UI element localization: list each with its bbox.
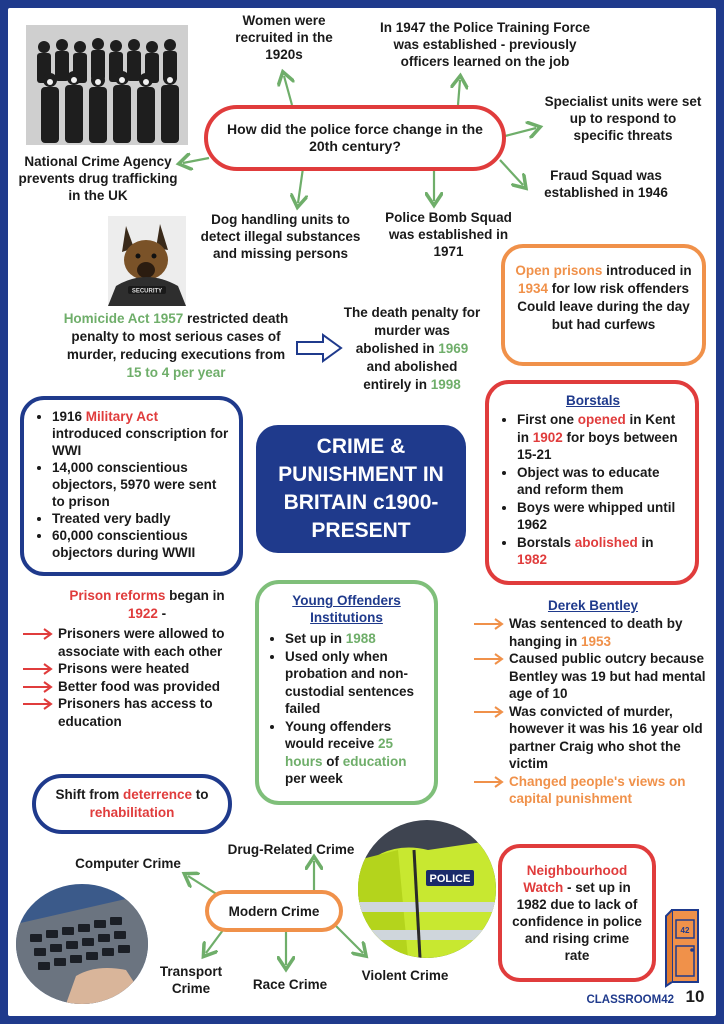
outline-right-arrow [296, 333, 343, 363]
dog-collar-text: SECURITY [132, 289, 162, 295]
yoi-item: Set up in 1988 [285, 630, 426, 648]
military-act-list: 1916 Military Act introduced conscriptio… [34, 408, 231, 561]
modern-crime-box: Modern Crime [205, 890, 343, 932]
nca-note: National Crime Agency prevents drug traf… [18, 154, 178, 203]
borstals-item: First one opened in Kent in 1902 for boy… [517, 411, 687, 464]
military-item: Treated very badly [52, 510, 231, 527]
borstals-box: Borstals First one opened in Kent in 190… [485, 380, 699, 585]
yoi-item: Young offenders would receive 25 hours o… [285, 718, 426, 788]
page-number: 10 [685, 987, 705, 1006]
borstals-item: Object was to educate and reform them [517, 464, 687, 499]
specialist-units-note: Specialist units were set up to respond … [544, 94, 702, 143]
transport-crime-label: Transport Crime [159, 964, 223, 996]
open-prisons-box: Open prisons introduced in 1934 for low … [501, 244, 706, 366]
door-number: 42 [681, 926, 690, 935]
yoi-item: Used only when probation and non-custodi… [285, 648, 426, 718]
reform-item: Better food was provided [22, 678, 244, 696]
question-text: How did the police force change in the 2… [227, 121, 483, 154]
police-dog-photo: SECURITY [108, 216, 186, 306]
bomb-squad-note: Police Bomb Squad was established in 197… [385, 210, 512, 259]
prison-reforms-list: Prisoners were allowed to associate with… [22, 625, 244, 730]
page-title: CRIME & PUNISHMENT IN BRITAIN c1900-PRES… [278, 435, 444, 542]
reform-item: Prisoners has access to education [22, 695, 244, 730]
military-item: 14,000 conscientious objectors, 5970 wer… [52, 459, 231, 510]
yoi-list: Set up in 1988 Used only when probation … [267, 630, 426, 788]
bentley-item: Was convicted of murder, however it was … [473, 703, 709, 773]
military-item: 60,000 conscientious objectors during WW… [52, 527, 231, 561]
bentley-item: Was sentenced to death by hanging in 195… [473, 615, 709, 650]
violent-crime-label: Violent Crime [361, 968, 449, 983]
bentley-item: Caused public outcry because Bentley was… [473, 650, 709, 703]
connector-arrows [8, 8, 716, 1016]
prison-reforms-heading: Prison reforms began in 1922 - [69, 588, 225, 621]
borstals-list: First one opened in Kent in 1902 for boy… [499, 411, 687, 569]
race-crime-label: Race Crime [252, 977, 328, 992]
shift-text: Shift from deterrence to rehabilitation [55, 787, 209, 820]
page: Women were recruited in the 1920s In 194… [8, 8, 716, 1016]
vest-text: POLICE [430, 873, 471, 885]
title-box: CRIME & PUNISHMENT IN BRITAIN c1900-PRES… [256, 425, 466, 553]
reform-item: Prisons were heated [22, 660, 244, 678]
shift-box: Shift from deterrence to rehabilitation [32, 774, 232, 834]
borstals-item: Boys were whipped until 1962 [517, 499, 687, 534]
brand-label: CLASSROOM42 [586, 994, 674, 1006]
bentley-item: Changed people's views on capital punish… [473, 773, 709, 808]
reform-item: Prisoners were allowed to associate with… [22, 625, 244, 660]
open-prisons-text: Open prisons introduced in 1934 for low … [515, 263, 692, 332]
homicide-act-note: Homicide Act 1957 restricted death penal… [63, 311, 289, 380]
laptop-photo [16, 884, 148, 1004]
door-icon: 42 [665, 909, 699, 988]
military-act-box: 1916 Military Act introduced conscriptio… [20, 396, 243, 576]
young-offenders-box: Young Offenders Institutions Set up in 1… [255, 580, 438, 805]
modern-crime-label: Modern Crime [228, 903, 320, 919]
police-change-question: How did the police force change in the 2… [204, 105, 506, 171]
neighbourhood-watch-box: Neighbourhood Watch - set up in 1982 due… [498, 844, 656, 982]
computer-crime-label: Computer Crime [75, 856, 181, 871]
drug-crime-label: Drug-Related Crime [227, 842, 355, 857]
historic-police-photo [26, 25, 188, 145]
yoi-title: Young Offenders Institutions [292, 593, 401, 625]
bentley-title: Derek Bentley [547, 598, 639, 613]
fraud-squad-note: Fraud Squad was established in 1946 [544, 168, 668, 200]
women-recruited-note: Women were recruited in the 1920s [235, 13, 333, 62]
borstals-title: Borstals [565, 393, 621, 408]
watch-text: Neighbourhood Watch - set up in 1982 due… [512, 863, 642, 963]
borstals-item: Borstals abolished in 1982 [517, 534, 687, 569]
police-officer-photo: POLICE [358, 820, 496, 958]
military-item: 1916 Military Act introduced conscriptio… [52, 408, 231, 459]
death-penalty-note: The death penalty for murder was abolish… [343, 305, 481, 392]
dog-units-note: Dog handling units to detect illegal sub… [200, 212, 361, 261]
training-force-note: In 1947 the Police Training Force was es… [379, 20, 591, 69]
bentley-list: Was sentenced to death by hanging in 195… [473, 615, 709, 808]
